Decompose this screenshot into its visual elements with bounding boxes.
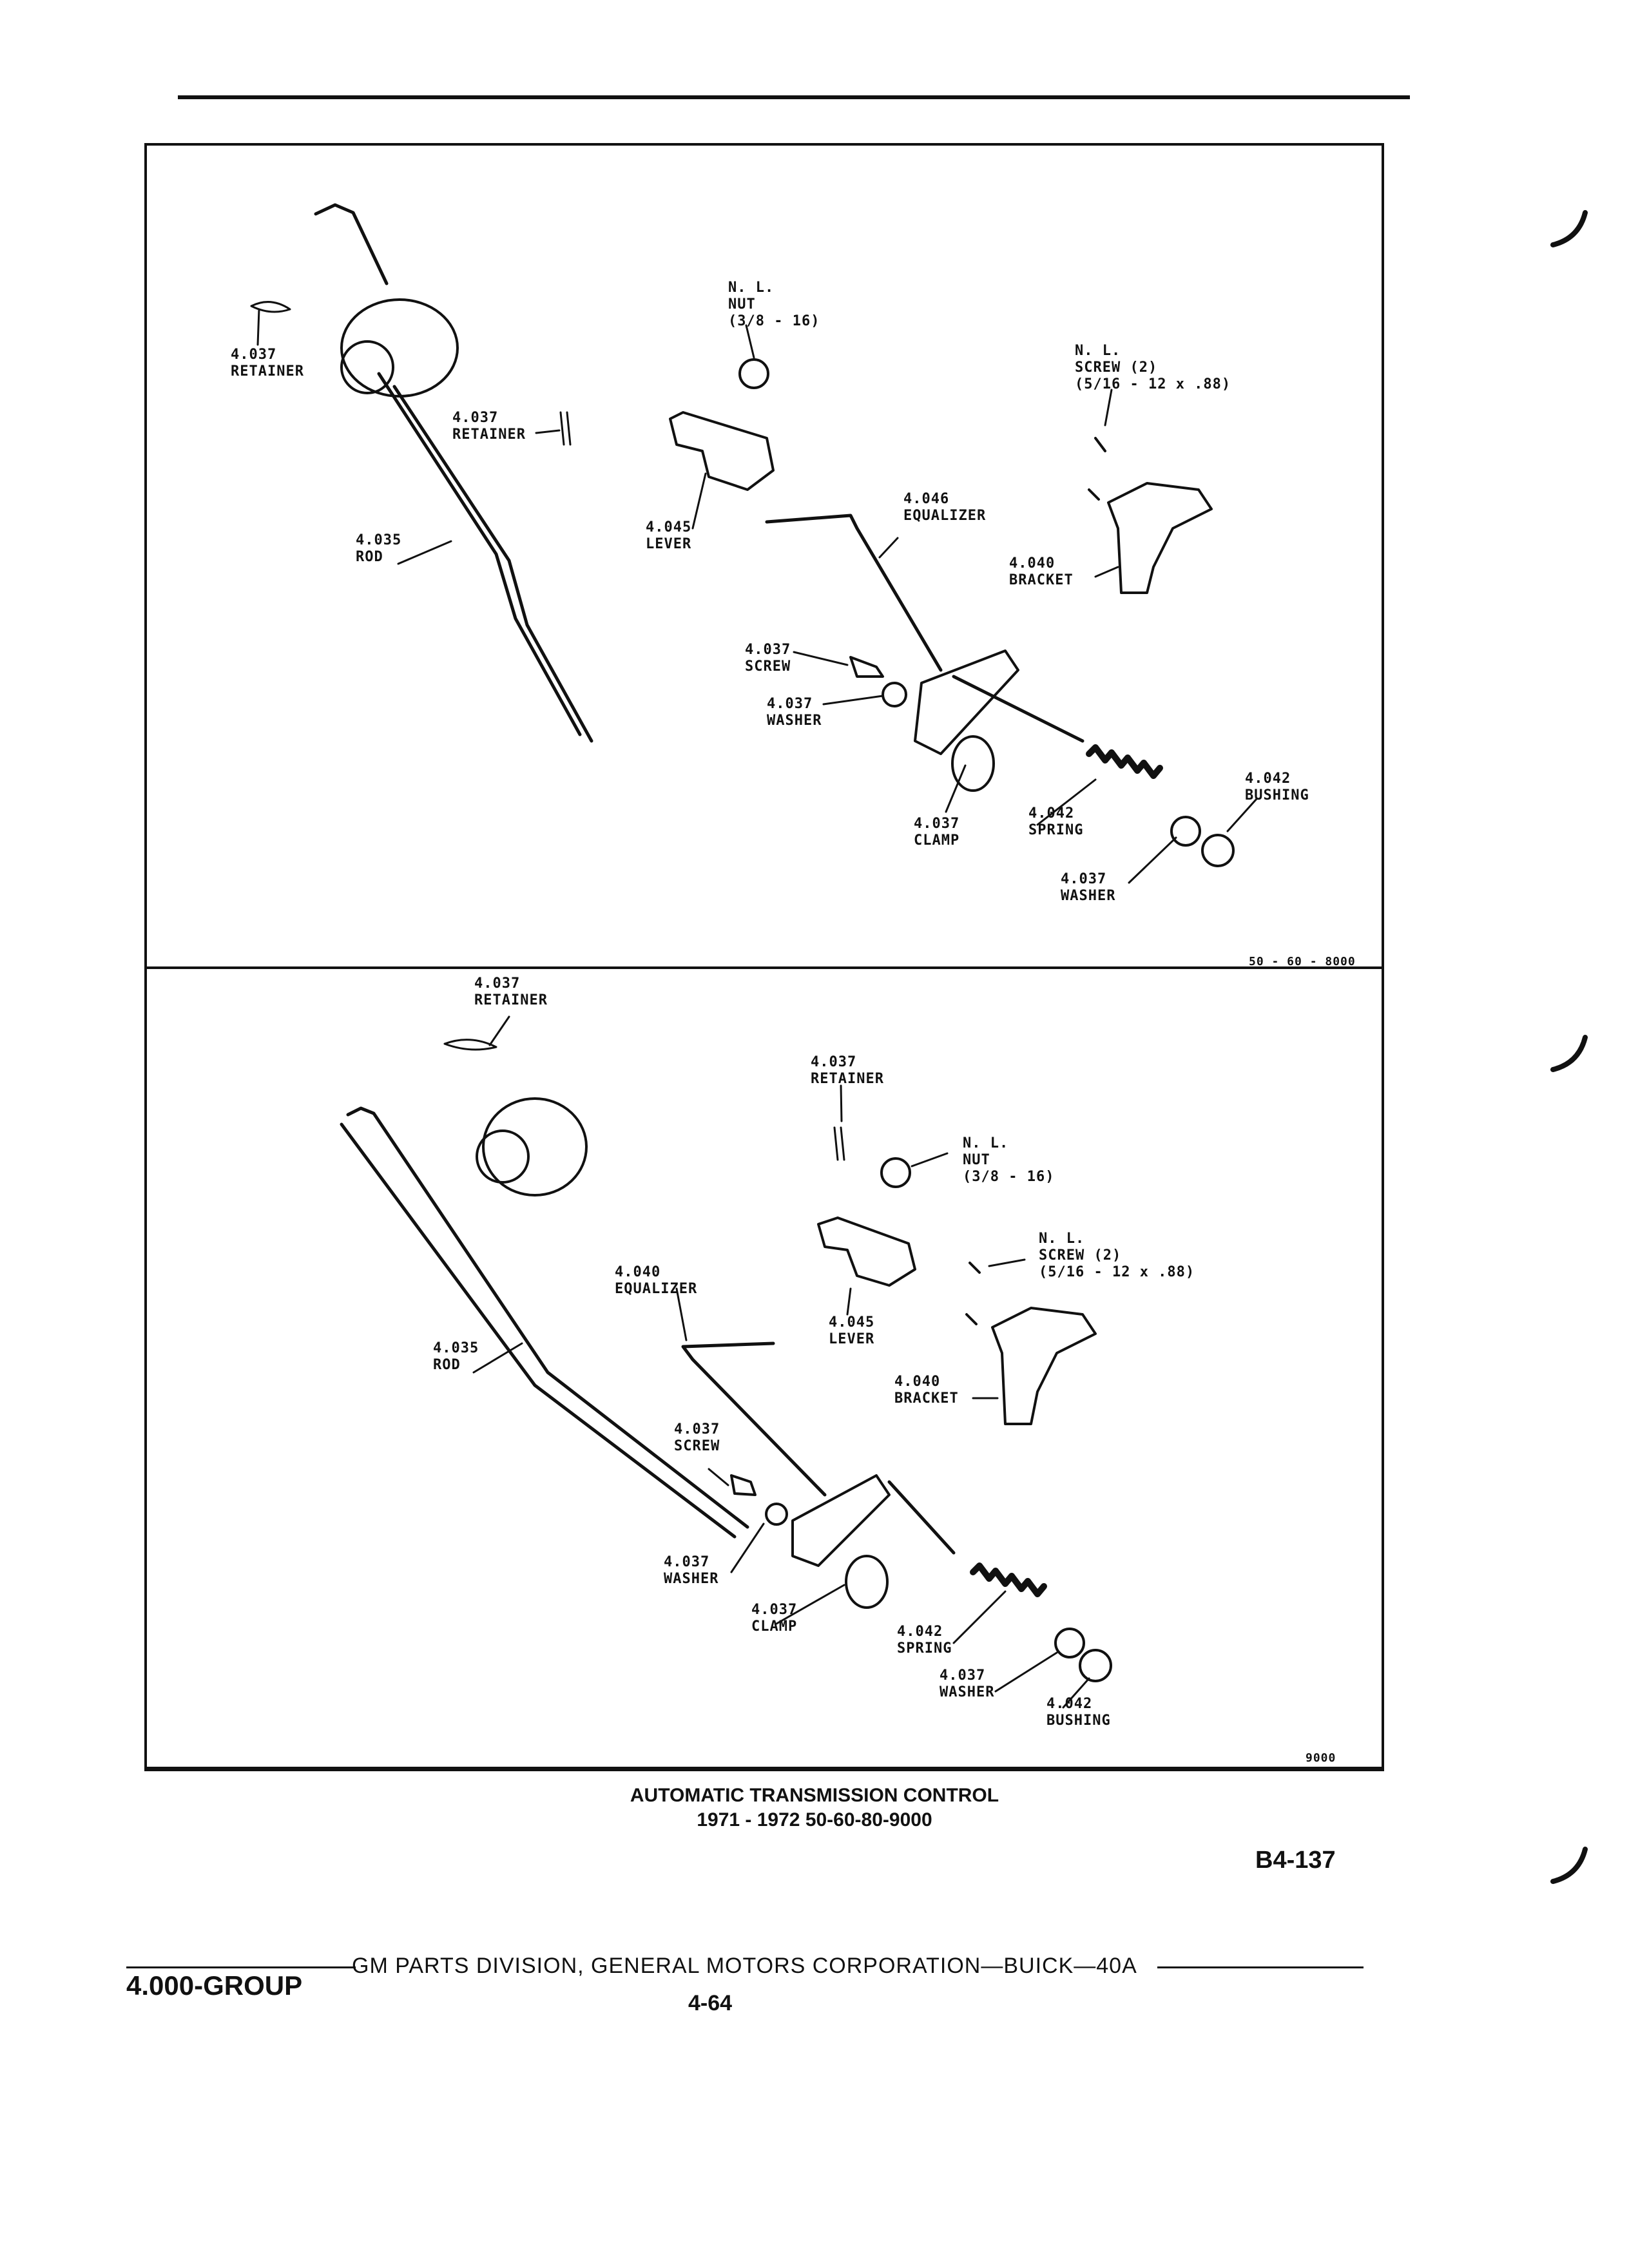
label-bottom-washer-a: 4.037 WASHER (664, 1554, 719, 1587)
label-top-clamp: 4.037 CLAMP (914, 816, 960, 849)
label-top-screw-nl: N. L. SCREW (2) (5/16 - 12 x .88) (1075, 343, 1231, 392)
bottom-washer-a (765, 1503, 788, 1526)
page-code: B4-137 (1255, 1847, 1336, 1874)
group-rule (126, 1966, 356, 1968)
label-top-screw: 4.037 SCREW (745, 642, 791, 675)
top-screw (849, 656, 884, 678)
bottom-leader-lines (472, 1015, 1090, 1709)
top-lever (669, 411, 775, 491)
bottom-rod (340, 1106, 749, 1539)
bottom-nut (880, 1157, 911, 1188)
illustration-frame (144, 143, 1384, 1771)
bottom-spring (970, 1562, 1047, 1597)
bottom-screw (730, 1474, 757, 1496)
label-bottom-lever: 4.045 LEVER (829, 1314, 875, 1347)
bottom-equalizer (681, 1341, 956, 1555)
label-top-spring: 4.042 SPRING (1028, 805, 1084, 838)
binder-tab-mark-2 (1550, 1035, 1588, 1072)
top-clamp-body (914, 649, 1019, 755)
top-spring (1086, 744, 1163, 779)
label-bottom-retainer-mid: 4.037 RETAINER (811, 1054, 884, 1087)
label-bottom-rod: 4.035 ROD (433, 1340, 479, 1373)
caption-years: 1971 - 1972 50-60-80-9000 (697, 1809, 932, 1831)
bottom-bushing (1079, 1649, 1112, 1682)
top-retainer-clip-mid (559, 411, 572, 446)
group-label: 4.000-GROUP (126, 1970, 303, 2001)
label-top-nut: N. L. NUT (3/8 - 16) (728, 280, 820, 329)
label-top-washer-b: 4.037 WASHER (1061, 871, 1116, 904)
bottom-pulley (482, 1097, 588, 1196)
label-bottom-clamp: 4.037 CLAMP (751, 1602, 798, 1635)
label-bottom-spring: 4.042 SPRING (897, 1624, 952, 1657)
label-bottom-bracket: 4.040 BRACKET (894, 1374, 959, 1407)
bottom-retainer-clip-mid (833, 1126, 845, 1161)
footer-rule (1157, 1966, 1364, 1968)
label-top-washer-a: 4.037 WASHER (767, 696, 822, 729)
bottom-clamp-body (791, 1474, 891, 1567)
top-rod (377, 372, 593, 743)
top-leader-lines (256, 308, 1258, 884)
top-retainer-clip-left (250, 301, 291, 313)
panel-divider (144, 966, 1384, 969)
label-top-bracket: 4.040 BRACKET (1009, 555, 1074, 588)
top-bushing (1201, 834, 1235, 867)
bottom-figure-number: 9000 (1306, 1751, 1336, 1765)
label-top-lever: 4.045 LEVER (646, 519, 692, 552)
label-top-retainer-mid: 4.037 RETAINER (452, 410, 526, 443)
top-washer-b (1170, 816, 1201, 847)
top-nut (738, 358, 769, 389)
top-clamp (951, 735, 995, 792)
label-bottom-washer-b: 4.037 WASHER (940, 1667, 995, 1700)
bottom-clamp (845, 1555, 889, 1609)
top-pulley (340, 298, 459, 398)
publisher-line: GM PARTS DIVISION, GENERAL MOTORS CORPOR… (352, 1954, 1137, 1978)
top-washer-a (882, 682, 907, 707)
top-figure-number: 50 - 60 - 8000 (1249, 955, 1356, 968)
label-top-retainer-left: 4.037 RETAINER (231, 347, 304, 380)
bottom-bracket (991, 1307, 1097, 1425)
label-bottom-screw-nl: N. L. SCREW (2) (5/16 - 12 x .88) (1039, 1231, 1195, 1280)
top-bracket (1107, 482, 1213, 594)
label-bottom-screw: 4.037 SCREW (674, 1421, 720, 1454)
binder-tab-mark-1 (1550, 210, 1588, 247)
label-top-bushing: 4.042 BUSHING (1245, 771, 1309, 803)
label-bottom-bushing: 4.042 BUSHING (1046, 1696, 1111, 1729)
caption-title: AUTOMATIC TRANSMISSION CONTROL (630, 1785, 999, 1806)
label-top-rod: 4.035 ROD (356, 532, 402, 565)
label-bottom-retainer-left: 4.037 RETAINER (474, 975, 548, 1008)
label-top-equalizer: 4.046 EQUALIZER (903, 491, 987, 524)
page-number: 4-64 (688, 1991, 733, 2015)
bottom-washer-b (1054, 1628, 1085, 1658)
bottom-retainer-clip-left (443, 1039, 497, 1051)
binder-tab-mark-3 (1550, 1847, 1588, 1884)
bottom-lever (817, 1216, 916, 1287)
label-bottom-nut: N. L. NUT (3/8 - 16) (963, 1135, 1055, 1185)
top-equalizer (765, 514, 1084, 743)
top-rod-hook (314, 203, 389, 285)
top-rule (178, 95, 1410, 99)
label-bottom-equalizer: 4.040 EQUALIZER (615, 1264, 698, 1297)
